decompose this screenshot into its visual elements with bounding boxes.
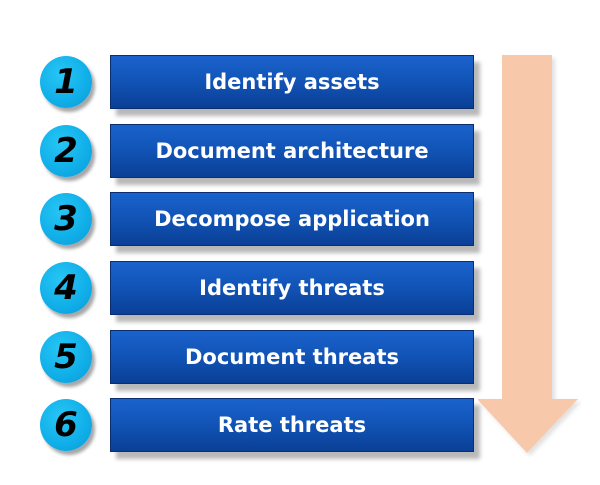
step-label: Decompose application [154,207,430,231]
step-box-decompose-application: Decompose application [110,192,474,246]
step-box-rate-threats: Rate threats [110,398,474,452]
step-label: Rate threats [217,413,367,437]
step-number-badge: 3 [40,193,92,245]
step-row-6: 6 Rate threats [0,397,480,455]
step-box-identify-threats: Identify threats [110,261,474,315]
step-number-badge: 6 [40,399,92,451]
step-box-identify-assets: Identify assets [110,55,474,109]
step-box-document-architecture: Document architecture [110,124,474,178]
step-box-document-threats: Document threats [110,330,474,384]
step-number-badge: 4 [40,262,92,314]
step-number-badge: 1 [40,56,92,108]
step-row-1: 1 Identify assets [0,54,480,112]
step-number: 3 [54,199,78,239]
step-row-3: 3 Decompose application [0,191,480,249]
step-row-2: 2 Document architecture [0,123,480,181]
step-number: 5 [54,337,78,377]
step-label: Document architecture [155,139,429,163]
down-arrow-icon [478,55,578,453]
step-number: 2 [54,131,78,171]
step-label: Document threats [185,345,399,369]
step-label: Identify assets [204,70,380,94]
step-row-4: 4 Identify threats [0,260,480,318]
step-number: 4 [54,268,78,308]
step-number-badge: 5 [40,331,92,383]
step-number-badge: 2 [40,125,92,177]
step-number: 1 [54,62,78,102]
step-number: 6 [54,405,78,445]
step-row-5: 5 Document threats [0,329,480,387]
step-label: Identify threats [199,276,385,300]
